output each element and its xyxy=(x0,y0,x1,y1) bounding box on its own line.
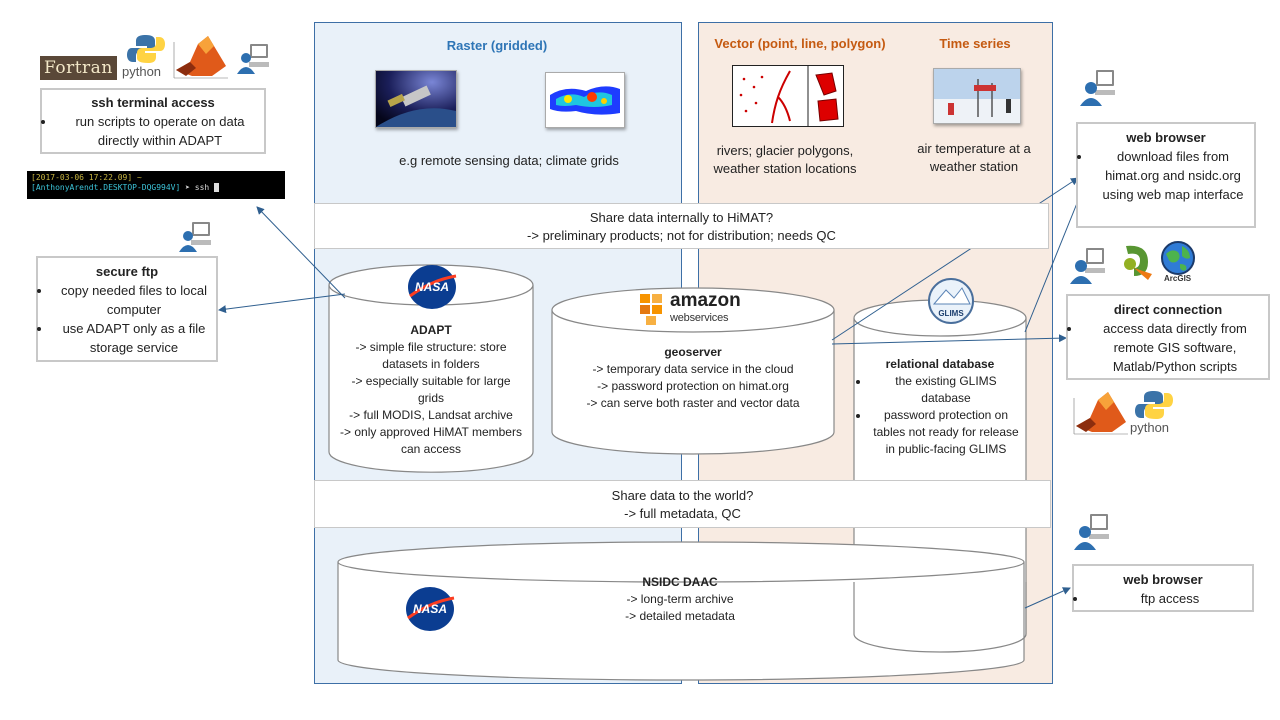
vector-caption: rivers; glacier polygons, weather statio… xyxy=(698,142,872,178)
adapt-line: can access xyxy=(400,442,462,456)
qgis-logo xyxy=(1124,245,1152,280)
adapt-text: ADAPT -> simple file structure: store da… xyxy=(329,322,533,458)
aws-cube-icon xyxy=(640,294,662,325)
nsidc-line: -> long-term archive xyxy=(626,592,734,606)
share-world-notes: -> full metadata, QC xyxy=(624,506,741,521)
vector-caption-line1: rivers; glacier polygons, xyxy=(716,143,854,158)
glims-logo: GLIMS xyxy=(928,278,974,324)
relational-title: relational database xyxy=(885,357,995,371)
geoserver-title: geoserver xyxy=(664,345,722,359)
terminal-window[interactable]: [2017-03-06 17:22.09] ~ [AnthonyArendt.D… xyxy=(27,171,285,199)
adapt-line: datasets in folders xyxy=(382,357,480,371)
terminal-line2: [AnthonyArendt.DESKTOP-DQG994V] ➤ ssh xyxy=(31,183,281,193)
share-internal-band: Share data internally to HiMAT? -> preli… xyxy=(314,203,1049,249)
vector-features-image xyxy=(732,65,844,127)
python-logo-top: python xyxy=(122,34,170,82)
web-browser-bullet: download files from himat.org and nsidc.… xyxy=(1092,147,1254,204)
user-computer-icon xyxy=(1070,248,1105,284)
user-computer-icon xyxy=(1074,514,1109,550)
web-browser-ftp-bullet: ftp access xyxy=(1088,589,1252,608)
relational-bullet: password protection on tables not ready … xyxy=(870,407,1022,458)
relational-text: relational database the existing GLIMS d… xyxy=(858,356,1022,458)
adapt-title: ADAPT xyxy=(410,323,452,337)
sftp-title: secure ftp xyxy=(95,264,159,279)
sftp-bullet: use ADAPT only as a file storage service xyxy=(52,319,216,357)
adapt-line: -> simple file structure: store xyxy=(355,340,507,354)
timeseries-caption: air temperature at a weather station xyxy=(904,140,1044,176)
secure-ftp-box: secure ftp copy needed files to local co… xyxy=(36,256,218,362)
share-internal-question: Share data internally to HiMAT? xyxy=(589,210,774,225)
ssh-terminal-box: ssh terminal access run scripts to opera… xyxy=(40,88,266,154)
web-browser-ftp-title: web browser xyxy=(1123,572,1203,587)
share-world-band: Share data to the world? -> full metadat… xyxy=(314,480,1051,528)
user-computer-icon xyxy=(237,44,269,74)
user-computer-icon xyxy=(1080,70,1115,106)
terminal-line1: [2017-03-06 17:22.09] ~ xyxy=(31,173,142,182)
direct-bullet: access data directly from remote GIS sof… xyxy=(1082,319,1268,376)
nsidc-line: -> detailed metadata xyxy=(625,609,735,623)
matlab-logo xyxy=(1073,392,1128,435)
timeseries-caption-line2: weather station xyxy=(929,159,1019,174)
svg-text:NASA: NASA xyxy=(415,280,449,294)
amazon-webservices-logo: amazon webservices xyxy=(638,290,748,330)
adapt-line: -> full MODIS, Landsat archive xyxy=(349,408,513,422)
svg-text:GLIMS: GLIMS xyxy=(938,309,964,318)
python-icon xyxy=(127,35,165,63)
nsidc-cylinder xyxy=(337,541,1025,681)
satellite-image xyxy=(375,70,457,128)
vector-caption-line2: weather station locations xyxy=(713,161,857,176)
web-browser-title: web browser xyxy=(1126,130,1206,145)
svg-text:NASA: NASA xyxy=(413,602,447,616)
geoserver-line: -> password protection on himat.org xyxy=(597,379,789,393)
python-logo-bottom: python xyxy=(1128,390,1176,438)
timeseries-heading: Time series xyxy=(939,36,1011,51)
climate-grid-image xyxy=(545,72,625,128)
geoserver-line: -> can serve both raster and vector data xyxy=(586,396,800,410)
raster-caption: e.g remote sensing data; climate grids xyxy=(399,153,619,168)
share-internal-notes: -> preliminary products; not for distrib… xyxy=(527,228,836,243)
adapt-line: -> especially suitable for large xyxy=(351,374,511,388)
globe-icon xyxy=(1161,241,1195,275)
user-computer-icon xyxy=(179,222,211,252)
share-world-question: Share data to the world? xyxy=(611,488,754,503)
nasa-logo: NASA xyxy=(408,265,457,309)
geoserver-cylinder xyxy=(551,287,835,455)
matlab-logo xyxy=(173,36,228,79)
vector-heading: Vector (point, line, polygon) xyxy=(714,36,886,51)
relational-bullet: the existing GLIMS database xyxy=(870,373,1022,407)
ssh-title: ssh terminal access xyxy=(91,95,215,110)
weather-station-image xyxy=(933,68,1021,124)
direct-title: direct connection xyxy=(1113,302,1223,317)
nsidc-title: NSIDC DAAC xyxy=(642,575,718,589)
ssh-bullet: run scripts to operate on data directly … xyxy=(56,112,264,150)
adapt-line: -> only approved HiMAT members xyxy=(340,425,522,439)
direct-connection-box: direct connection access data directly f… xyxy=(1066,294,1270,380)
geoserver-text: geoserver -> temporary data service in t… xyxy=(556,344,830,412)
web-browser-box-bottom: web browser ftp access xyxy=(1072,564,1254,612)
web-browser-box-top: web browser download files from himat.or… xyxy=(1076,122,1256,228)
nasa-logo-nsidc: NASA xyxy=(406,587,455,631)
raster-heading: Raster (gridded) xyxy=(446,38,548,53)
sftp-bullet: copy needed files to local computer xyxy=(52,281,216,319)
python-icon xyxy=(1135,391,1173,419)
nsidc-text: NSIDC DAAC -> long-term archive -> detai… xyxy=(560,574,800,625)
adapt-line: grids xyxy=(417,391,444,405)
timeseries-caption-line1: air temperature at a xyxy=(917,141,1031,156)
arcgis-logo: ArcGIS xyxy=(1160,240,1200,286)
fortran-logo: Fortran xyxy=(40,56,117,80)
geoserver-line: -> temporary data service in the cloud xyxy=(592,362,794,376)
